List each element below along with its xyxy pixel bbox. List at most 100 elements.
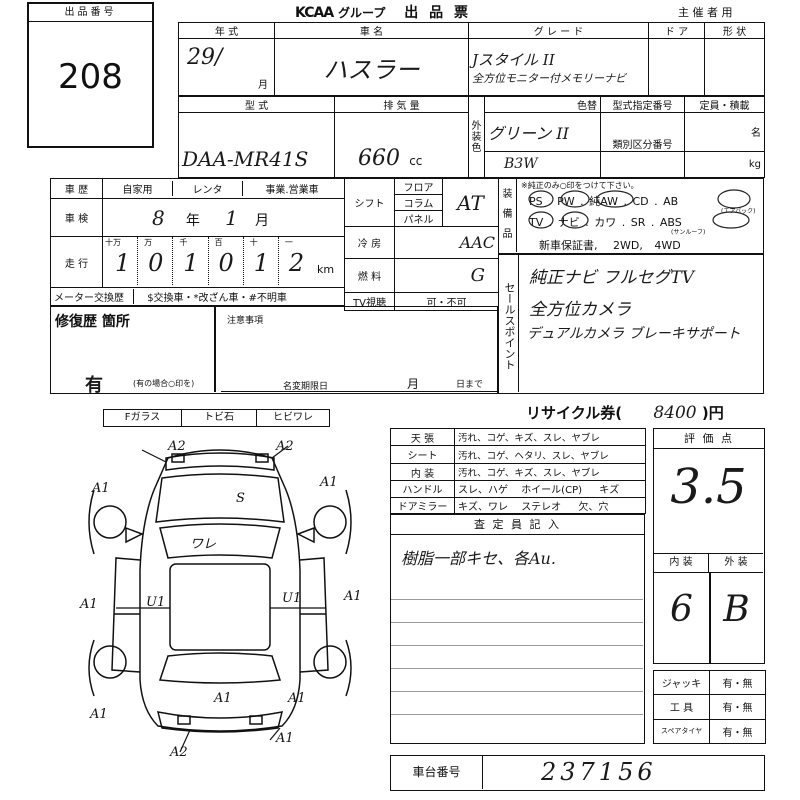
shift-option-panel: パネル xyxy=(394,210,443,227)
handle-label: ハンドル xyxy=(390,480,455,498)
tools-label: 工 具 xyxy=(653,694,710,720)
mileage-digit: 1 xyxy=(115,249,131,278)
repair-divider xyxy=(214,307,216,392)
mileage-unit: km xyxy=(317,263,335,277)
damage-line-bottom xyxy=(179,729,191,753)
equip-leather: カワ xyxy=(594,216,617,229)
recycle-unit: )円 xyxy=(701,404,724,422)
circle-pw xyxy=(560,190,590,208)
mark-windshield: ワレ xyxy=(190,537,216,552)
capacity-label: 定員・積載 xyxy=(684,96,765,113)
model-value: DAA-MR41S xyxy=(182,147,309,171)
equip-sr: SR xyxy=(630,216,646,229)
equipment-row2: TV . ナビ . カワ . SR . ABS xyxy=(529,216,682,229)
roof xyxy=(169,563,271,651)
equip-ab: AB xyxy=(663,195,679,208)
mark-front-right: A2 xyxy=(275,439,294,454)
shape-label: 形 状 xyxy=(704,22,765,39)
glass-front: Fガラス xyxy=(104,410,182,426)
mark-right-fender: A1 xyxy=(319,475,338,490)
inspector-box: 査 定 員 記 入 樹脂一部キセ、各Au. xyxy=(390,514,645,744)
mark-hood: S xyxy=(236,491,245,506)
grade-label: グ レ ー ド xyxy=(468,22,649,39)
chassis-value: 237156 xyxy=(541,758,657,786)
type-spec-label: 型式指定番号 xyxy=(600,96,685,113)
equipment-note: ※純正のみ○印をつけて下さい。 xyxy=(521,181,639,190)
ceiling-options: 汚れ、コゲ、キズ、スレ、ヤブレ xyxy=(454,427,646,447)
equipment-row1: PS . PW . 純AW . CD . AB xyxy=(529,195,679,208)
model-label: 型 式 xyxy=(178,96,335,113)
grade-value-line2: 全方位モニター付メモリーナビ xyxy=(472,71,626,85)
fuel-label: 燃 料 xyxy=(344,258,395,293)
mileage-digit: 0 xyxy=(148,249,164,278)
deadline-label: 名変期限日 xyxy=(283,382,329,392)
left-mirror xyxy=(125,526,144,544)
score-interior-label: 内 装 xyxy=(654,554,709,572)
brand-logo: KCAA xyxy=(295,5,334,21)
jack-value: 有・無 xyxy=(709,669,766,696)
score-box: 評 価 点 3.5 内 装 外 装 6 B xyxy=(653,428,765,664)
circle-navi xyxy=(561,211,589,229)
history-label: 車 歴 xyxy=(50,177,103,200)
mark-rear-bottom: A2 xyxy=(169,745,188,760)
sales-point-line3: デュアルカメラ ブレーキサポート xyxy=(527,326,741,342)
door-label: ド ア xyxy=(648,22,705,39)
equipment-label: 装備品 xyxy=(499,179,517,252)
sales-point-line2: 全方位カメラ xyxy=(529,300,631,320)
spare-tire-label: スペアタイヤ xyxy=(653,718,710,745)
sheet-header: KCAA グループ 出 品 票 xyxy=(295,2,471,21)
shift-label: シフト xyxy=(344,178,395,227)
score-divider xyxy=(709,573,711,663)
mileage-digit: 2 xyxy=(288,249,305,278)
vehicle-basic-table: 年 式 車 名 グ レ ー ド ド ア 形 状 29/ 月 ハスラー Jスタイル… xyxy=(178,22,765,96)
seat-label: シート xyxy=(390,445,455,464)
history-option-business: 事業.営業車 xyxy=(265,185,319,197)
color-no-value: B3W xyxy=(504,156,538,173)
circle-ab xyxy=(717,189,751,209)
tools-value: 有・無 xyxy=(709,694,766,720)
chassis-box: 車台番号 237156 xyxy=(390,755,765,791)
mark-left-door-inner: U1 xyxy=(146,595,165,610)
score-exterior-label: 外 装 xyxy=(724,557,748,568)
front-right-wheel xyxy=(313,505,347,539)
damage-line-bottom-right xyxy=(269,727,281,741)
left-headlight xyxy=(171,453,185,463)
mileage-digit: 1 xyxy=(183,249,199,278)
shaken-year-unit: 年 xyxy=(185,212,200,229)
deadline-day: 日まで xyxy=(456,380,484,390)
year-label: 年 式 xyxy=(178,22,275,39)
mileage-unit-label: 一 xyxy=(284,238,293,248)
damage-line-front xyxy=(141,449,167,463)
fuel-value: G xyxy=(470,265,485,286)
mileage-label: 走 行 xyxy=(50,236,103,288)
seat-options: 汚れ、コゲ、ヘタリ、スレ、ヤブレ xyxy=(454,445,646,464)
meter-change-label: メーター交換歴 xyxy=(54,288,134,304)
lot-number-value: 208 xyxy=(58,57,123,97)
right-rear-fender xyxy=(345,639,352,697)
interior-label: 内 装 xyxy=(390,462,455,482)
mileage-digit: 1 xyxy=(253,249,269,278)
sales-point-label: セールスポイント xyxy=(499,255,519,392)
year-value: 29/ xyxy=(187,45,223,70)
rear-window xyxy=(158,652,282,684)
door-value xyxy=(648,38,705,96)
stereo-label: ステレオ xyxy=(521,501,562,513)
equip-abs: ABS xyxy=(659,216,682,229)
equip-2wd: 2WD xyxy=(613,239,640,252)
right-taillight xyxy=(249,715,263,725)
car-name-value: ハスラー xyxy=(323,55,420,84)
front-bumper xyxy=(165,452,275,471)
wheel-options: キズ xyxy=(599,485,620,497)
shaken-month-unit: 月 xyxy=(255,212,270,229)
mileage-unit-label: 十 xyxy=(249,238,258,248)
equip-4wd: 4WD xyxy=(654,239,681,252)
shaken-month-value: 1 xyxy=(225,205,238,230)
shape-value xyxy=(704,38,765,96)
sales-point-box: セールスポイント 純正ナビ フルセグTV 全方位カメラ デュアルカメラ ブレーキ… xyxy=(498,254,764,394)
cooling-value: AAC xyxy=(459,233,495,252)
equipment-box: 装備品 ※純正のみ○印をつけて下さい。 PS . PW . 純AW . CD .… xyxy=(498,178,764,254)
score-interior-value: 6 xyxy=(670,589,693,630)
